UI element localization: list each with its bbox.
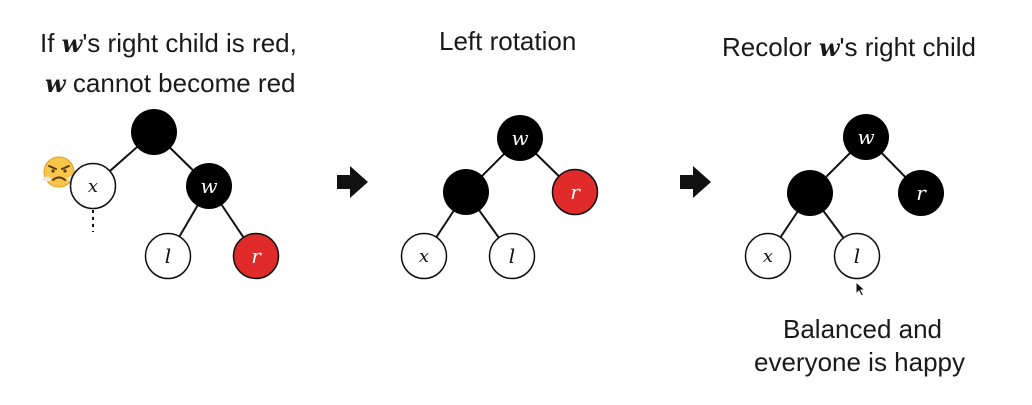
panel1-node-l <box>144 232 192 280</box>
panel3-node-l <box>833 232 881 280</box>
mouse-cursor-icon <box>855 281 867 297</box>
panel1-title-line1: If w's right child is red, <box>40 28 297 58</box>
panel3-caption-line1: Balanced and <box>783 314 943 344</box>
panel3-node-x-label: x <box>763 246 773 267</box>
panel2-node-w-label: w <box>511 126 528 150</box>
panel2-node-r-label: r <box>570 180 581 204</box>
panel3-node-black <box>787 170 833 216</box>
panel2-node-x <box>400 232 448 280</box>
panel2-title: Left rotation <box>439 26 577 56</box>
panel2-node-r <box>551 168 599 216</box>
panel3-node-r <box>898 170 944 216</box>
panel3-caption-line2: everyone is happy <box>754 347 966 377</box>
panel1-title-line2: w cannot become red <box>45 68 296 98</box>
panel1-node-l-label: l <box>165 244 171 268</box>
panel1-node-x-label: x <box>88 176 98 197</box>
panel1-node-w-label: w <box>200 174 217 198</box>
panel1-node-x <box>69 162 117 210</box>
panel3-title: Recolor w's right child <box>722 32 976 62</box>
right-arrow-icon <box>337 166 368 198</box>
panel1-node-w <box>186 163 232 209</box>
panel2-node-w <box>497 115 543 161</box>
panel2-tree: w r x l <box>400 115 599 280</box>
panel2-node-l <box>488 232 536 280</box>
right-arrow-icon <box>680 166 711 198</box>
panel2-node-x-label: x <box>419 246 429 267</box>
panel2-node-black <box>443 169 489 215</box>
panel1-node-r <box>232 232 280 280</box>
panel1-node-root <box>131 109 177 155</box>
panel3-node-w <box>843 114 889 160</box>
panel3-node-w-label: w <box>857 125 874 149</box>
panel3-tree: w r x l <box>744 114 944 280</box>
panel1-node-r-label: r <box>251 244 262 268</box>
panel2-node-l-label: l <box>509 244 515 268</box>
panel3-node-x <box>744 232 792 280</box>
panel3-node-l-label: l <box>854 244 860 268</box>
panel3-node-r-label: r <box>916 181 927 205</box>
panel1-tree: x w l r <box>69 109 280 280</box>
